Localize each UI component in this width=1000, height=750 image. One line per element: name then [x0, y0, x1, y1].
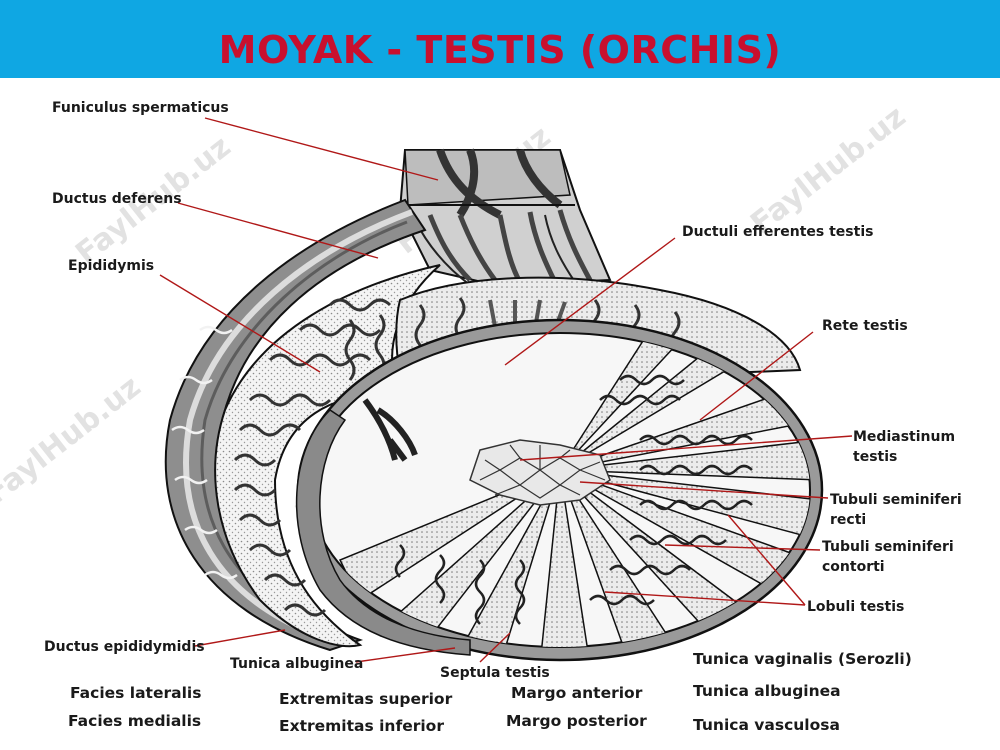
- label-funiculus-spermaticus: Funiculus spermaticus: [52, 100, 229, 116]
- leader-tubuli-contorti: [664, 544, 821, 551]
- leader-ductuli-efferentes: [504, 237, 676, 366]
- label-ductuli-efferentes: Ductuli efferentes testis: [682, 224, 874, 240]
- title-banner: [0, 0, 1000, 78]
- legend-margo-posterior: Margo posterior: [506, 712, 647, 730]
- legend-tunica-albuginea: Tunica albuginea: [693, 682, 841, 700]
- leader-septula: [479, 632, 511, 663]
- leader-tubuli-recti: [579, 481, 829, 499]
- leader-rete-testis: [699, 331, 814, 421]
- spermatic-cord: [398, 148, 612, 287]
- legend-extremitas-superior: Extremitas superior: [279, 690, 453, 708]
- tunica-albuginea-band: [295, 409, 471, 656]
- leader-ductus-deferens: [177, 202, 379, 259]
- label-ductus-epididymidis: Ductus epididymidis: [44, 639, 205, 655]
- vessel-branch: [362, 398, 418, 462]
- legend-margo-anterior: Margo anterior: [511, 684, 643, 702]
- leader-mediastinum: [519, 435, 853, 461]
- label-septula-testis: Septula testis: [440, 665, 550, 681]
- leader-tunica-albuginea: [355, 647, 456, 663]
- leader-epididymis: [159, 274, 321, 373]
- legend-facies-medialis: Facies medialis: [68, 712, 202, 730]
- label-ductus-deferens: Ductus deferens: [52, 191, 182, 207]
- leader-lines: [159, 117, 853, 663]
- label-epididymis: Epididymis: [68, 258, 155, 274]
- legend-facies-lateralis: Facies lateralis: [70, 684, 202, 702]
- label-lobuli-testis: Lobuli testis: [807, 599, 905, 615]
- leader-lobuli-1: [604, 591, 806, 606]
- leader-ductus-epididymidis: [194, 629, 286, 647]
- label-tubuli-recti-2: recti: [830, 512, 867, 528]
- leader-lobuli-2: [727, 514, 806, 606]
- legend-extremitas-inferior: Extremitas inferior: [279, 717, 444, 735]
- label-mediastinum-testis-2: testis: [853, 449, 898, 465]
- label-tubuli-recti-1: Tubuli seminiferi: [830, 492, 962, 508]
- legend-tunica-vaginalis: Tunica vaginalis (Serozli): [693, 650, 912, 668]
- testis-body: [296, 318, 824, 662]
- leader-funiculus: [204, 117, 439, 181]
- page-title: MOYAK - TESTIS (ORCHIS): [218, 28, 782, 72]
- label-tunica-albuginea-inner: Tunica albuginea: [230, 656, 364, 672]
- label-tubuli-contorti-2: contorti: [822, 559, 885, 575]
- label-mediastinum-testis-1: Mediastinum: [853, 429, 956, 445]
- label-rete-testis: Rete testis: [822, 318, 908, 334]
- label-tubuli-contorti-1: Tubuli seminiferi: [822, 539, 954, 555]
- legend-tunica-vasculosa: Tunica vasculosa: [693, 716, 840, 734]
